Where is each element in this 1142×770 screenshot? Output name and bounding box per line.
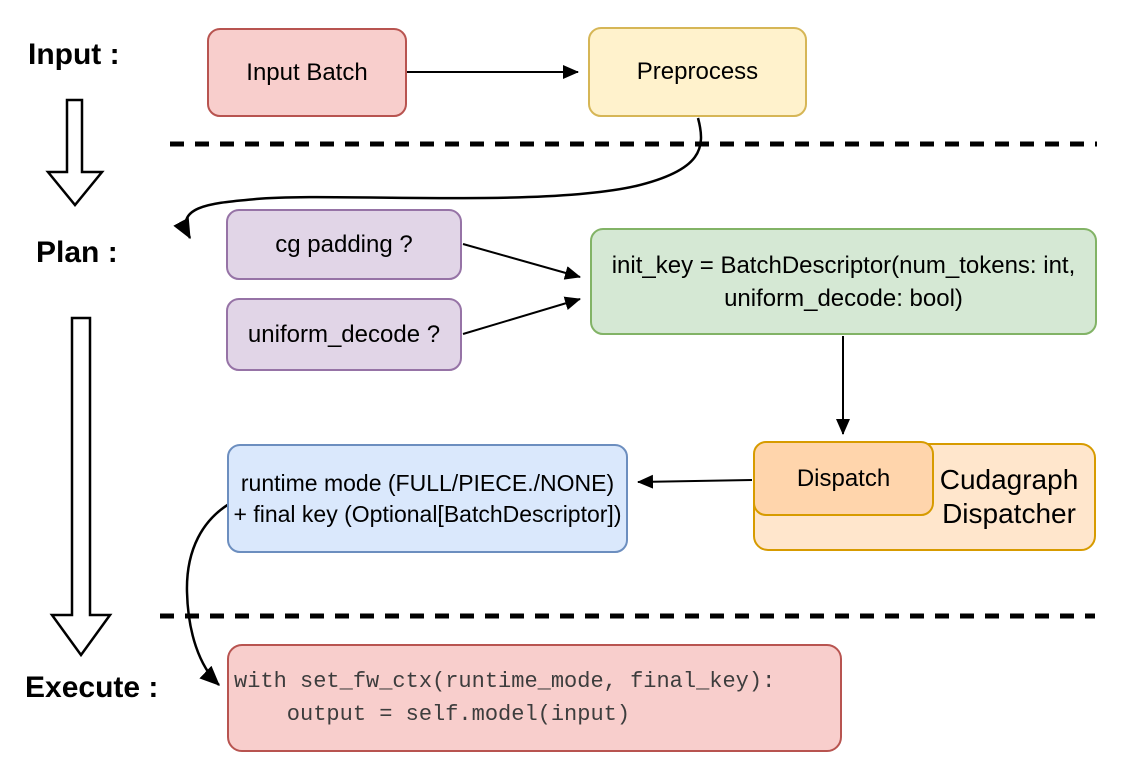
stage-label-plan: Plan :	[36, 236, 118, 269]
connector-preprocess-cgpadding	[173, 117, 703, 240]
execute-code-line2: output = self.model(input)	[234, 702, 631, 727]
stage-label-input: Input :	[28, 38, 120, 71]
node-runtime-mode: runtime mode (FULL/PIECE./NONE) + final …	[227, 444, 628, 553]
node-dispatch: Dispatch	[753, 441, 934, 516]
node-cg-padding: cg padding ?	[226, 209, 462, 280]
plan-to-execute-arrow	[49, 316, 113, 658]
node-input-batch: Input Batch	[207, 28, 407, 117]
node-init-key-line1: init_key = BatchDescriptor(num_tokens: i…	[611, 251, 1076, 279]
connector-dispatch-runtimemode	[637, 474, 753, 489]
connector-runtimemode-executecode	[185, 498, 237, 686]
cudagraph-dispatcher-line2: Dispatcher	[942, 498, 1076, 529]
node-preprocess-label: Preprocess	[636, 58, 759, 85]
node-init-key: init_key = BatchDescriptor(num_tokens: i…	[590, 228, 1097, 335]
stage-label-execute: Execute :	[25, 671, 159, 704]
node-runtime-mode-line2: + final key (Optional[BatchDescriptor])	[233, 500, 622, 527]
node-cudagraph-dispatcher-label: Cudagraph Dispatcher	[930, 463, 1088, 531]
node-cg-padding-label: cg padding ?	[275, 230, 413, 258]
node-dispatch-label: Dispatch	[796, 464, 891, 492]
execute-code-line1: with set_fw_ctx(runtime_mode, final_key)…	[234, 669, 776, 694]
node-init-key-line2: uniform_decode: bool)	[724, 284, 963, 312]
input-to-plan-arrow	[45, 98, 105, 207]
connector-uniformdecode-initkey	[462, 296, 581, 335]
node-execute-code: with set_fw_ctx(runtime_mode, final_key)…	[227, 644, 842, 752]
node-uniform-decode-label: uniform_decode ?	[247, 320, 441, 348]
node-runtime-mode-line1: runtime mode (FULL/PIECE./NONE)	[240, 469, 615, 496]
cudagraph-dispatcher-line1: Cudagraph	[939, 464, 1079, 495]
node-uniform-decode: uniform_decode ?	[226, 298, 462, 371]
node-input-batch-label: Input Batch	[246, 58, 368, 86]
node-preprocess: Preprocess	[588, 27, 807, 117]
connector-cgpadding-initkey	[462, 243, 581, 280]
